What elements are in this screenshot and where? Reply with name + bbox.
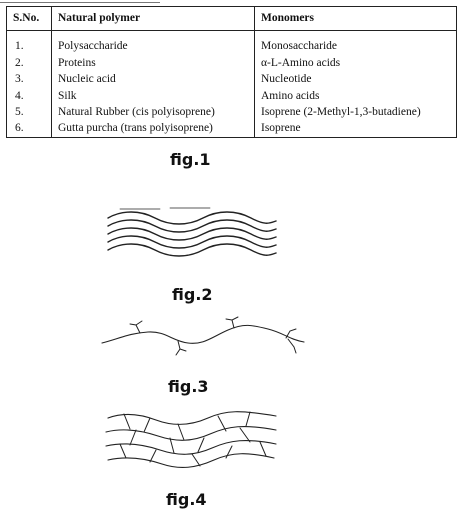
row-polymer: Natural Rubber (cis polyisoprene) — [51, 104, 255, 121]
row-sno: 2. — [6, 54, 52, 72]
chain-3 — [107, 227, 277, 241]
fig2-caption: fig.2 — [172, 285, 213, 304]
branched-polymer-chain-figure — [101, 316, 305, 356]
cross-link — [129, 429, 137, 446]
row-monomer: α-L-Amino acids — [254, 54, 457, 72]
chain-4 — [107, 453, 275, 469]
cross-link — [245, 411, 251, 427]
cross-link — [119, 443, 127, 459]
branch — [135, 320, 143, 326]
table-row: 2. Proteins α-L-Amino acids — [6, 54, 457, 72]
cropped-text-fragment — [0, 0, 160, 5]
table-row: 1. Polysaccharide Monosaccharide — [6, 30, 457, 55]
branch — [129, 323, 141, 334]
branch — [285, 328, 297, 339]
fig4-caption: fig.4 — [166, 490, 207, 509]
chain-3 — [105, 440, 277, 455]
branch — [287, 338, 297, 354]
natural-polymers-table: S.No. Natural polymer Monomers 1. Polysa… — [6, 6, 457, 139]
row-monomer: Monosaccharide — [254, 30, 457, 55]
row-polymer: Silk — [51, 87, 255, 105]
cross-link — [143, 417, 151, 433]
parallel-polymer-chains-figure — [107, 207, 277, 257]
row-monomer: Nucleotide — [254, 71, 457, 88]
chain-1 — [107, 411, 277, 425]
cross-link — [225, 445, 233, 459]
top-edge-fragment — [119, 207, 211, 210]
branch — [179, 348, 187, 352]
cross-link — [217, 415, 227, 432]
row-sno: 4. — [6, 87, 52, 105]
table-row: 5. Natural Rubber (cis polyisoprene) Iso… — [6, 104, 457, 121]
chain-5 — [107, 243, 277, 257]
header-monomers: Monomers — [254, 6, 457, 31]
table-row: 3. Nucleic acid Nucleotide — [6, 71, 457, 88]
row-sno: 6. — [6, 120, 52, 139]
header-natural-polymer: Natural polymer — [51, 6, 255, 31]
row-monomer: Amino acids — [254, 87, 457, 105]
row-monomer: Isoprene (2-Methyl-1,3-butadiene) — [254, 104, 457, 121]
row-sno: 3. — [6, 71, 52, 88]
row-sno: 1. — [6, 30, 52, 55]
cross-link — [259, 441, 267, 457]
table-row: 6. Gutta purcha (trans polyisoprene) Iso… — [6, 120, 457, 139]
cross-link — [239, 427, 251, 443]
cross-link — [169, 437, 175, 454]
chain-4 — [107, 235, 277, 249]
row-polymer: Polysaccharide — [51, 30, 255, 55]
header-sno: S.No. — [6, 6, 52, 31]
row-polymer: Nucleic acid — [51, 71, 255, 88]
row-polymer: Proteins — [51, 54, 255, 72]
row-monomer: Isoprene — [254, 120, 457, 139]
fig1-caption: fig.1 — [170, 150, 211, 169]
main-chain — [101, 324, 305, 344]
row-polymer: Gutta purcha (trans polyisoprene) — [51, 120, 255, 139]
branch — [175, 340, 181, 356]
branch — [225, 318, 233, 321]
cross-link — [149, 449, 157, 463]
cross-link — [191, 453, 201, 467]
table-header-row: S.No. Natural polymer Monomers — [6, 6, 457, 31]
cross-link — [197, 437, 205, 453]
table-row: 4. Silk Amino acids — [6, 87, 457, 105]
cross-link — [177, 423, 185, 441]
fig3-caption: fig.3 — [168, 377, 209, 396]
cross-link — [123, 413, 131, 430]
cross-linked-polymer-figure — [105, 411, 277, 469]
chain-2 — [107, 219, 277, 233]
chain-1 — [107, 211, 277, 225]
chain-2 — [105, 426, 277, 441]
row-sno: 5. — [6, 104, 52, 121]
